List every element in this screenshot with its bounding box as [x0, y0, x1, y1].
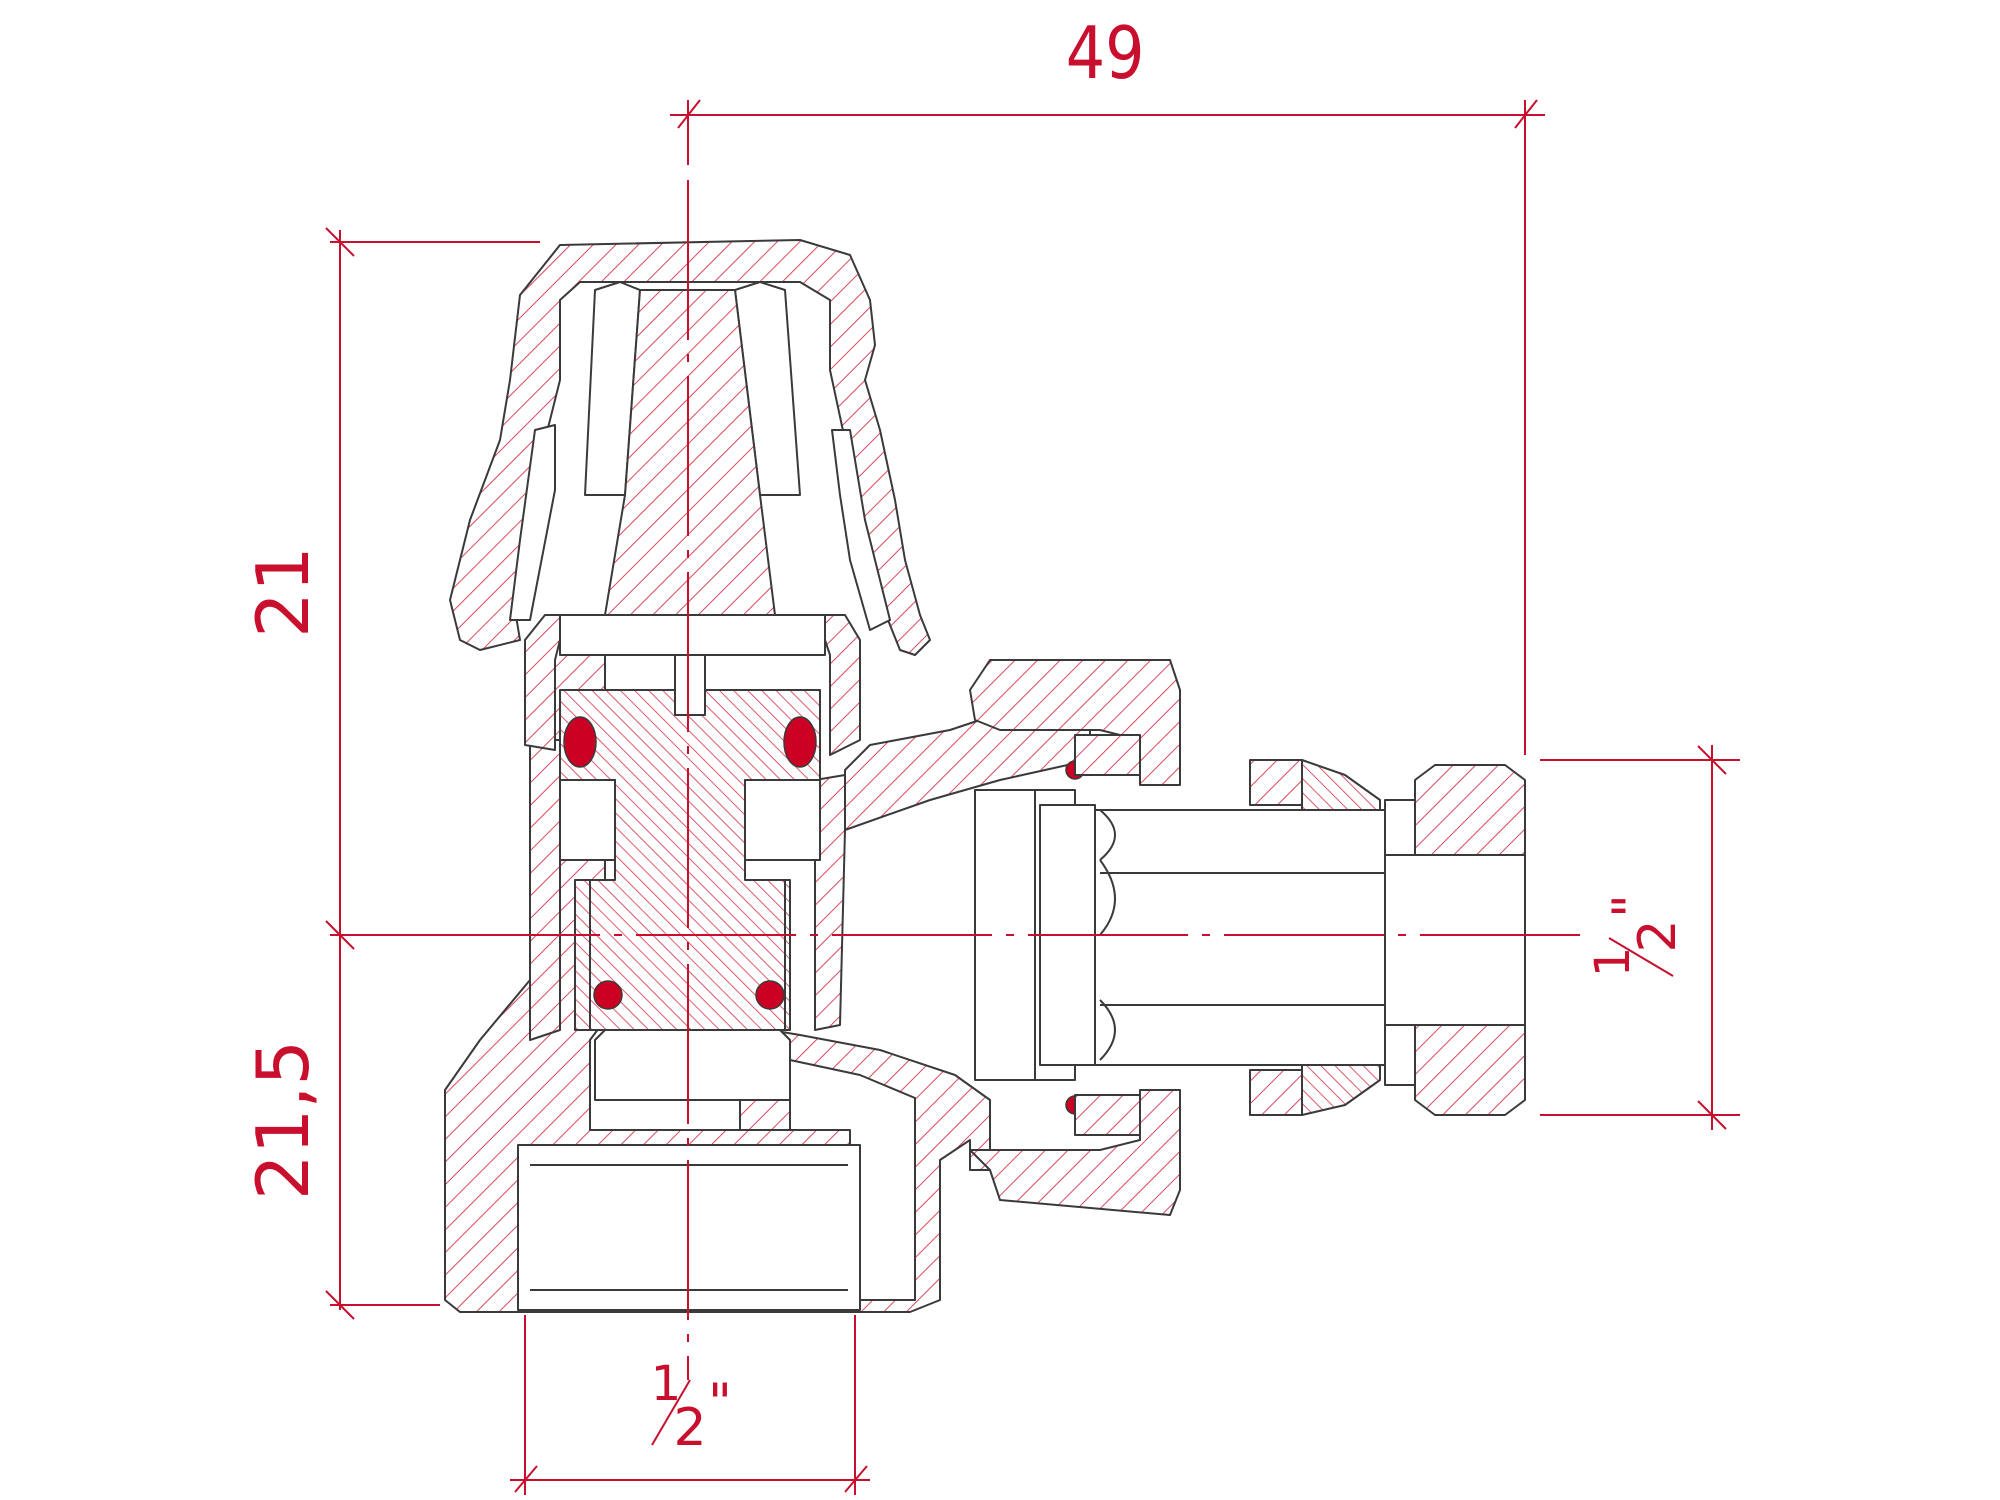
- dimension-lower-height: 21,5: [241, 1040, 440, 1320]
- body-bore: [594, 1029, 791, 1101]
- dimension-upper-height: 21: [241, 227, 540, 1310]
- tailpiece-bead-top: [1099, 809, 1116, 861]
- end-nut-gap-bottom: [1384, 1024, 1416, 1086]
- tailpiece-bore: [1094, 809, 1386, 1066]
- union-nut: [969, 659, 1181, 786]
- dim-bottom-thread-denominator: 2: [673, 1398, 706, 1458]
- dimension-bottom-thread: 1 2 ": [510, 1315, 870, 1495]
- gland-nut-top: [559, 614, 826, 656]
- end-nut-bottom: [1414, 1024, 1526, 1116]
- end-nut-bore: [1384, 854, 1526, 1026]
- spindle: [559, 655, 821, 1031]
- o-ring-lower-left: [593, 980, 623, 1010]
- body-right-wall: [814, 774, 846, 1031]
- dim-side-thread-denominator: 2: [1628, 919, 1688, 952]
- body-left-wall: [529, 739, 561, 1041]
- side-union: [969, 659, 1526, 1216]
- union-nut-top-flat: [1074, 734, 1141, 776]
- handwheel-cap: [449, 239, 931, 756]
- o-ring-upper-right: [783, 716, 817, 768]
- o-rings: [563, 716, 1085, 1115]
- cap-slot-outer-right: [831, 429, 891, 631]
- gland-nut: [524, 614, 861, 756]
- o-ring-upper-left: [563, 716, 597, 768]
- compression-ring-top: [1249, 759, 1303, 806]
- dimension-side-thread: 1 2 ": [1540, 745, 1740, 1130]
- cap-slot-outer-left: [509, 424, 556, 621]
- compression-sleeve-bottom: [1301, 1064, 1381, 1116]
- spindle-notch-left: [559, 779, 616, 861]
- dim-label-upper-height: 21: [241, 546, 325, 638]
- o-ring-lower-right: [755, 980, 785, 1010]
- center-lines: [440, 180, 1580, 1380]
- dim-side-thread-unit: ": [1602, 894, 1662, 918]
- compression-sleeve-top: [1301, 759, 1381, 811]
- dim-label-lower-height: 21,5: [241, 1040, 325, 1200]
- dim-label-overall-width: 49: [1066, 12, 1145, 96]
- dimension-overall-width: 49: [670, 12, 1545, 755]
- compression-ring-bottom: [1249, 1069, 1303, 1116]
- spindle-notch-right: [744, 779, 821, 861]
- end-nut-gap-top: [1384, 799, 1416, 856]
- union-nut-bottom-flat: [1074, 1094, 1141, 1136]
- tailpiece-bead-mid: [1099, 859, 1116, 936]
- end-nut-top: [1414, 764, 1526, 856]
- dim-bottom-thread-unit: ": [708, 1373, 732, 1433]
- union-nut-lower: [969, 1089, 1181, 1216]
